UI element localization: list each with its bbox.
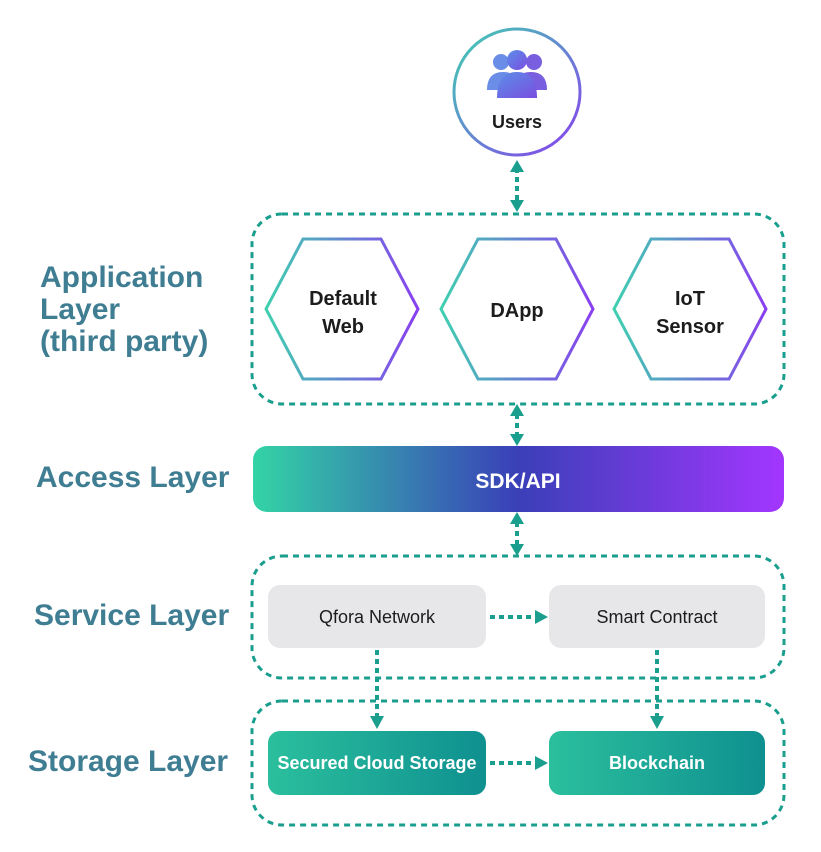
default-web-label-line2: Web <box>322 316 364 338</box>
arrow-smart-contract-blockchain <box>650 650 664 729</box>
blockchain-label: Blockchain <box>609 753 705 773</box>
smart-contract-node: Smart Contract <box>549 585 765 648</box>
application-layer-label-line3: (third party) <box>40 325 209 358</box>
application-layer-label-line2: Layer <box>40 293 121 326</box>
dapp-label: DApp <box>490 300 543 322</box>
arrow-access-service <box>510 512 524 556</box>
arrow-users-app <box>510 160 524 212</box>
service-layer-container <box>250 554 786 680</box>
dapp-node: DApp <box>439 237 595 381</box>
iot-sensor-label-line1: IoT <box>675 288 705 310</box>
application-layer-label-line1: Application <box>40 261 204 294</box>
smart-contract-label: Smart Contract <box>596 607 717 627</box>
users-node: Users <box>452 27 582 157</box>
arrow-app-access <box>510 404 524 446</box>
qfora-network-node: Qfora Network <box>268 585 486 648</box>
service-layer-label: Service Layer <box>34 599 230 632</box>
iot-sensor-label-line2: Sensor <box>656 316 724 338</box>
iot-sensor-node: IoT Sensor <box>612 237 768 381</box>
users-label: Users <box>492 112 542 132</box>
sdk-api-label: SDK/API <box>475 470 560 493</box>
application-layer-container <box>250 212 786 406</box>
storage-layer-container <box>250 699 786 827</box>
sdk-api-bar: SDK/API <box>253 446 784 512</box>
access-layer-label: Access Layer <box>36 461 230 494</box>
qfora-network-label: Qfora Network <box>319 607 436 627</box>
arrow-qfora-smart-contract <box>490 610 548 624</box>
secured-cloud-storage-node: Secured Cloud Storage <box>268 731 486 795</box>
arrow-cloud-blockchain <box>490 756 548 770</box>
default-web-node: Default Web <box>264 237 420 381</box>
storage-layer-label: Storage Layer <box>28 745 229 778</box>
blockchain-node: Blockchain <box>549 731 765 795</box>
users-icon <box>487 50 547 98</box>
arrow-qfora-cloud <box>370 650 384 729</box>
application-layer-label: Application Layer (third party) <box>40 262 208 358</box>
secured-cloud-storage-label: Secured Cloud Storage <box>277 753 476 773</box>
default-web-label-line1: Default <box>309 288 377 310</box>
